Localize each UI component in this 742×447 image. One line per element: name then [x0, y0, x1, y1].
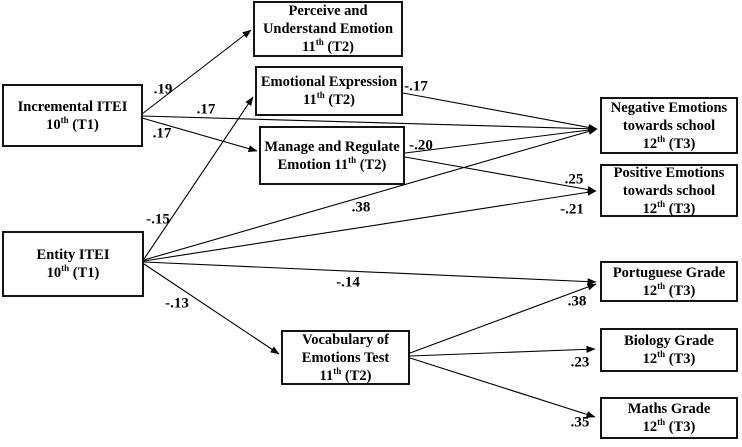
- node-vocabulary-emotions-test-label-line: Emotions Test: [301, 349, 390, 366]
- edge-manage-regulate-emotion-to-negative-emotions: [404, 126, 598, 154]
- path-coefficient-incremental-itei-to-perceive-understand-emotion: .19: [153, 81, 173, 98]
- path-coefficient-entity-itei-to-negative-emotions: .38: [351, 199, 371, 216]
- node-portuguese-grade-label-line: 12th (T3): [642, 280, 696, 299]
- node-perceive-understand-emotion-label-line: Understand Emotion: [262, 21, 394, 37]
- node-manage-regulate-emotion-label-line: Manage and Regulate: [264, 138, 400, 155]
- path-coefficient-manage-regulate-emotion-to-positive-emotions: .25: [564, 171, 584, 188]
- edge-entity-itei-to-negative-emotions: [143, 127, 598, 261]
- path-coefficient-entity-itei-to-vocabulary-emotions-test: -.13: [165, 295, 189, 312]
- path-coefficient-manage-regulate-emotion-to-negative-emotions: -.20: [409, 137, 433, 154]
- edge-incremental-itei-to-manage-regulate-emotion: [141, 117, 258, 153]
- node-biology-grade-label-line: Biology Grade: [624, 333, 714, 349]
- path-coefficient-incremental-itei-to-manage-regulate-emotion: .17: [152, 125, 172, 142]
- path-coefficient-vocabulary-emotions-test-to-portuguese-grade: .38: [567, 293, 587, 310]
- path-coefficient-emotional-expression-to-negative-emotions: -.17: [404, 78, 428, 95]
- edge-vocabulary-emotions-test-to-portuguese-grade: [409, 283, 597, 354]
- node-vocabulary-emotions-test-label-line: Vocabulary of: [302, 331, 389, 348]
- node-maths-grade-label-line: 12th (T3): [642, 417, 696, 435]
- node-positive-emotions-label-line: towards school: [622, 182, 716, 199]
- edge-entity-itei-to-vocabulary-emotions-test: [143, 263, 280, 355]
- edge-manage-regulate-emotion-to-positive-emotions: [404, 156, 597, 193]
- edge-emotional-expression-to-negative-emotions: [402, 92, 598, 131]
- path-coefficient-incremental-itei-to-negative-emotions: .17: [196, 101, 216, 118]
- node-negative-emotions-label-line: Negative Emotions: [610, 99, 728, 116]
- node-perceive-understand-emotion-label-line: 11th (T2): [302, 37, 354, 55]
- node-manage-regulate-emotion-label-line: Emotion 11th (T2): [277, 154, 387, 173]
- node-maths-grade-label-line: Maths Grade: [627, 401, 711, 417]
- path-coefficient-entity-itei-to-positive-emotions: -.21: [560, 201, 584, 218]
- path-coefficient-entity-itei-to-portuguese-grade: -.14: [336, 274, 360, 291]
- path-coefficient-vocabulary-emotions-test-to-maths-grade: .35: [570, 414, 590, 431]
- edge-vocabulary-emotions-test-to-maths-grade: [409, 357, 596, 418]
- node-biology-grade-label-line: 12th (T3): [642, 349, 696, 367]
- path-coefficient-vocabulary-emotions-test-to-biology-grade: .23: [570, 354, 590, 371]
- edge-entity-itei-to-emotional-expression: [143, 96, 254, 260]
- node-negative-emotions-label-line: 12th (T3): [642, 133, 696, 152]
- edge-incremental-itei-to-perceive-understand-emotion: [141, 29, 252, 115]
- node-positive-emotions-label-line: 12th (T3): [642, 198, 696, 217]
- node-portuguese-grade-label-line: Portuguese Grade: [612, 264, 726, 281]
- node-perceive-understand-emotion-label-line: Perceive and: [288, 3, 368, 19]
- node-entity-itei-label-line: Entity ITEI: [36, 247, 110, 263]
- node-negative-emotions-label-line: towards school: [622, 117, 716, 134]
- edge-incremental-itei-to-negative-emotions: [141, 115, 598, 133]
- node-incremental-itei-label-line: Incremental ITEI: [17, 98, 128, 115]
- node-emotional-expression-label-line: Emotional Expression: [260, 74, 398, 90]
- node-entity-itei-label-line: 10th (T1): [46, 263, 100, 281]
- node-positive-emotions-label-line: Positive Emotions: [613, 164, 725, 181]
- path-coefficient-entity-itei-to-emotional-expression: -.15: [146, 211, 170, 228]
- node-vocabulary-emotions-test-label-line: 11th (T2): [319, 365, 372, 384]
- node-emotional-expression-label-line: 11th (T2): [303, 90, 355, 108]
- edge-vocabulary-emotions-test-to-biology-grade: [409, 345, 596, 357]
- node-incremental-itei-label-line: 10th (T1): [46, 114, 99, 133]
- edge-entity-itei-to-positive-emotions: [143, 188, 597, 262]
- edge-entity-itei-to-portuguese-grade: [143, 261, 597, 286]
